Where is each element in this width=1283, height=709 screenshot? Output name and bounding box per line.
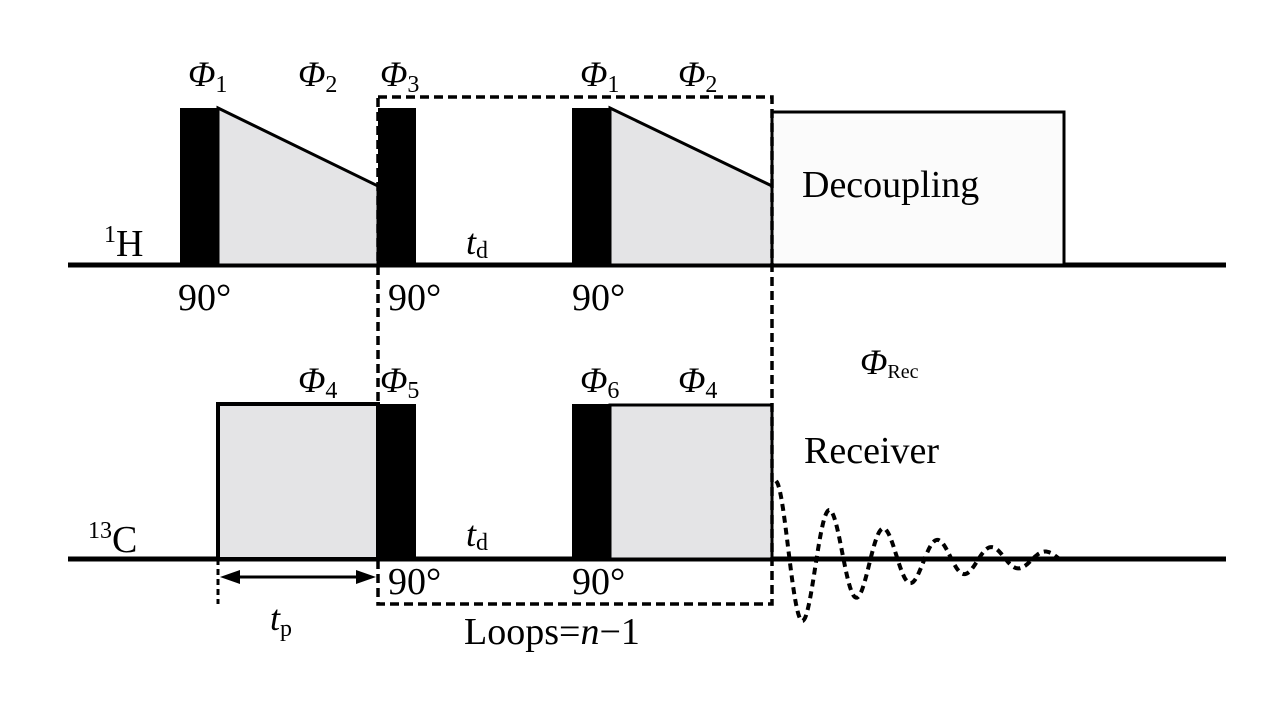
carbon-angle-2: 90° bbox=[572, 561, 625, 603]
carbon-contact-pulse-1 bbox=[216, 402, 380, 561]
phase-label-h4: Φ1 bbox=[580, 54, 619, 98]
carbon-90-pulse-2 bbox=[572, 404, 610, 559]
tp-arrow-right-icon bbox=[356, 570, 376, 584]
carbon-contact-pulse-2 bbox=[608, 403, 774, 561]
proton-angle-1: 90° bbox=[178, 277, 231, 319]
proton-delay-label: td bbox=[466, 222, 488, 264]
phase-label-h5: Φ2 bbox=[678, 54, 717, 98]
decoupling-label: Decoupling bbox=[802, 164, 979, 206]
proton-channel-label: 1H bbox=[104, 222, 143, 265]
carbon-channel-label: 13C bbox=[88, 518, 137, 561]
proton-ramp-pulse-2 bbox=[608, 105, 774, 267]
proton-90-pulse-1 bbox=[180, 108, 218, 265]
phase-label-h3: Φ3 bbox=[380, 54, 419, 98]
fid-signal bbox=[774, 479, 1064, 623]
phase-label-c4: Φ4 bbox=[298, 360, 337, 404]
phase-label-c5: Φ5 bbox=[380, 360, 419, 404]
carbon-90-pulse-1 bbox=[378, 404, 416, 559]
phase-label-h2: Φ2 bbox=[298, 54, 337, 98]
proton-angle-3: 90° bbox=[572, 277, 625, 319]
loop-box bbox=[376, 95, 774, 606]
phase-label-h1: Φ1 bbox=[188, 54, 227, 98]
tp-arrow-left-icon bbox=[220, 570, 240, 584]
proton-90-pulse-3 bbox=[572, 108, 610, 265]
carbon-angle-1: 90° bbox=[388, 561, 441, 603]
proton-90-pulse-2 bbox=[378, 108, 416, 265]
proton-ramp-pulse-1 bbox=[216, 105, 380, 267]
receiver-phase-label: ΦRec bbox=[860, 342, 919, 383]
decoupling-block bbox=[770, 110, 1066, 267]
receiver-label: Receiver bbox=[804, 430, 939, 472]
phase-label-c4b: Φ4 bbox=[678, 360, 717, 404]
loop-count-label: Loops=n−1 bbox=[464, 611, 640, 653]
carbon-delay-label: td bbox=[466, 514, 488, 556]
contact-time-label: tp bbox=[270, 598, 292, 642]
proton-angle-2: 90° bbox=[388, 277, 441, 319]
phase-label-c6: Φ6 bbox=[580, 360, 619, 404]
